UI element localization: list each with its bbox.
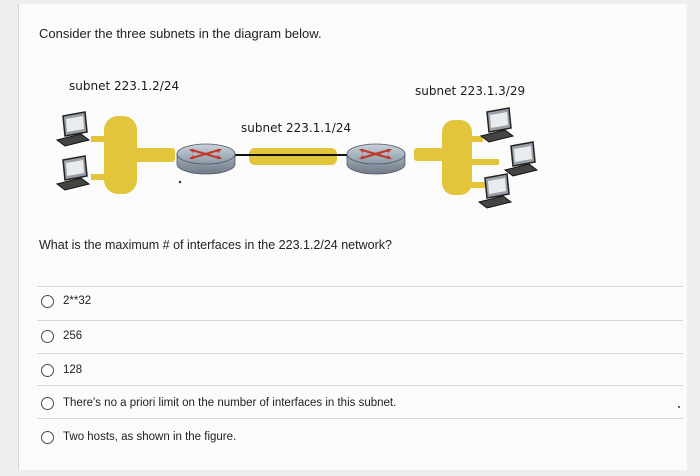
option-128[interactable]: 128 <box>41 360 82 380</box>
left-subnet-link <box>91 116 175 194</box>
middle-subnet-link <box>249 148 337 165</box>
option-label: There's no a priori limit on the number … <box>63 397 397 409</box>
radio-button[interactable] <box>41 430 54 444</box>
option-no-limit[interactable]: There's no a priori limit on the number … <box>41 393 396 413</box>
middle-subnet-label: subnet 223.1.1/24 <box>241 121 351 135</box>
question-prompt: What is the maximum # of interfaces in t… <box>39 238 392 252</box>
options-divider <box>37 320 683 321</box>
radio-button[interactable] <box>41 396 54 410</box>
network-diagram: subnet 223.1.2/24 subnet 223.1.3/29 subn… <box>55 79 539 209</box>
options-divider <box>37 418 683 419</box>
host-right-bottom-computer-icon <box>477 173 513 209</box>
left-subnet-label: subnet 223.1.2/24 <box>69 79 179 93</box>
options-divider <box>37 286 683 287</box>
host-left-bottom-computer-icon <box>55 155 91 191</box>
option-two-hosts[interactable]: Two hosts, as shown in the figure. <box>41 427 236 447</box>
options-divider <box>37 353 683 354</box>
radio-button[interactable] <box>41 363 54 377</box>
right-subnet-label: subnet 223.1.3/29 <box>415 84 525 98</box>
host-right-middle-computer-icon <box>503 141 539 177</box>
option-256[interactable]: 256 <box>41 326 82 346</box>
left-router-icon <box>176 143 236 175</box>
question-card: Consider the three subnets in the diagra… <box>18 4 687 470</box>
question-intro: Consider the three subnets in the diagra… <box>39 26 322 41</box>
host-left-top-computer-icon <box>55 111 91 147</box>
option-2-pow-32[interactable]: 2**32 <box>41 291 91 311</box>
option-label: 2**32 <box>63 295 92 307</box>
stray-dot <box>178 180 182 184</box>
radio-button[interactable] <box>41 294 54 308</box>
option-label: Two hosts, as shown in the figure. <box>63 431 237 443</box>
host-right-top-computer-icon <box>479 107 515 143</box>
radio-button[interactable] <box>41 329 54 343</box>
stray-dot <box>678 406 680 408</box>
option-label: 128 <box>63 364 83 376</box>
options-divider <box>37 385 683 386</box>
right-subnet-link <box>414 120 499 195</box>
option-label: 256 <box>63 330 83 342</box>
right-router-icon <box>346 143 406 175</box>
